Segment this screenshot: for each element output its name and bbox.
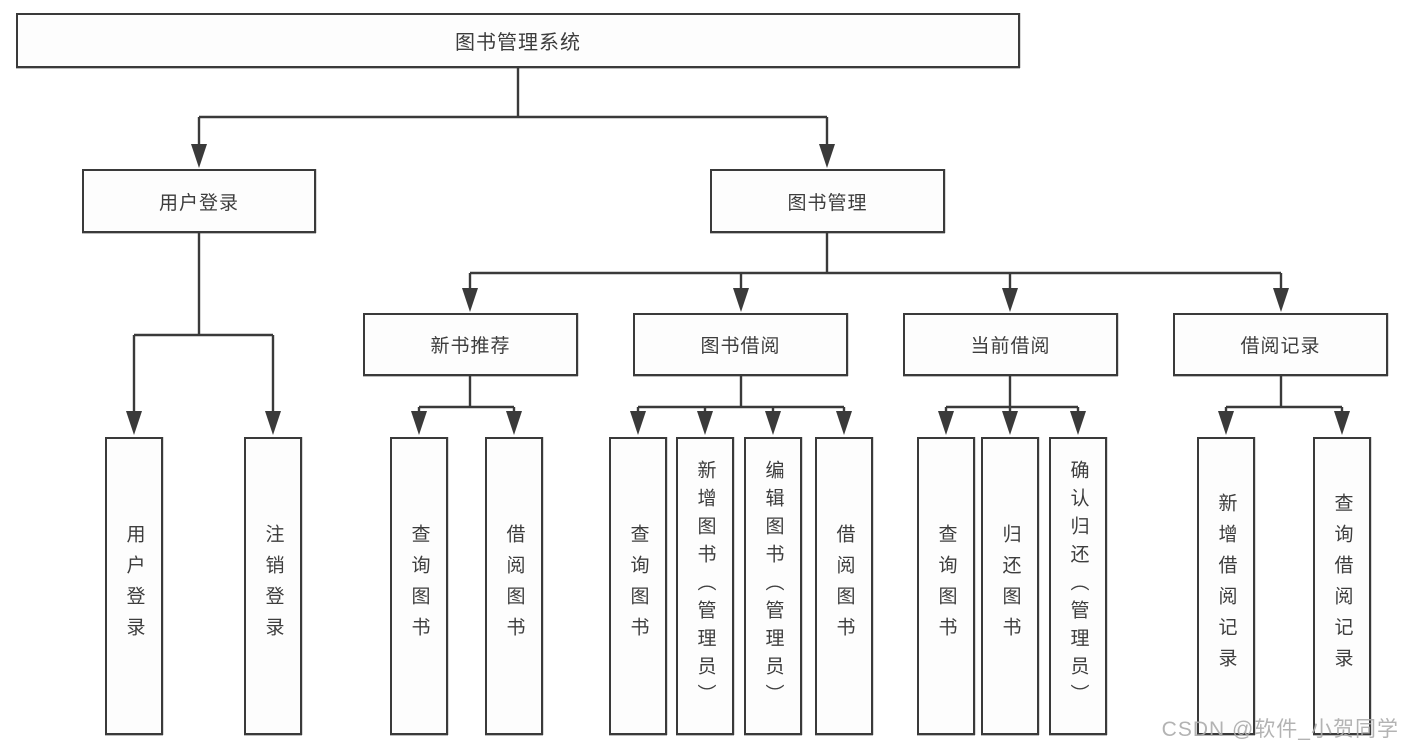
node-borrowing-records: 借阅记录 [1173,313,1388,376]
node-book-management-system: 图书管理系统 [16,13,1020,68]
connector-bookmgmt-to-level3 [462,233,1289,312]
leaf-return-books: 归还图书 [981,437,1039,735]
leaf-label: 用户登录 [123,524,145,648]
leaf-label: 新增借阅记录 [1215,493,1237,679]
node-label: 新书推荐 [430,336,511,357]
node-label: 图书管理系统 [455,32,581,54]
leaf-label: 归还图书 [999,524,1021,648]
connector-root-to-level2 [191,68,835,168]
leaf-add-books-admin: 新增图书（管理员） [676,437,734,735]
leaf-add-borrow-record: 新增借阅记录 [1197,437,1255,735]
leaf-query-books-current: 查询图书 [917,437,975,735]
leaf-query-books-borrow: 查询图书 [609,437,667,735]
leaf-label: 编辑图书（管理员） [762,460,784,712]
arrow-down-icon [630,411,852,435]
leaf-label: 确认归还（管理员） [1067,460,1089,712]
node-label: 用户登录 [158,192,239,214]
node-new-book-recommendation: 新书推荐 [363,313,578,376]
arrow-down-icon [938,411,1086,435]
node-label: 图书借阅 [700,336,781,357]
connector-bookborrow-to-leaves [630,376,852,435]
arrow-down-icon [126,411,281,435]
arrow-down-icon [462,288,1289,312]
leaf-label: 查询图书 [408,524,430,648]
leaf-borrow-books: 借阅图书 [815,437,873,735]
leaf-edit-books-admin: 编辑图书（管理员） [744,437,802,735]
node-book-borrowing: 图书借阅 [633,313,848,376]
csdn-watermark: CSDN @软件_小贺同学 [1161,718,1399,741]
leaf-label: 查询图书 [627,524,649,648]
node-label: 借阅记录 [1240,336,1321,357]
leaf-query-borrow-record: 查询借阅记录 [1313,437,1371,735]
connector-currentborrow-to-leaves [938,376,1086,435]
leaf-query-books-recommend: 查询图书 [390,437,448,735]
arrow-down-icon [191,144,835,168]
leaf-borrow-books-recommend: 借阅图书 [485,437,543,735]
connector-newbook-to-leaves [411,376,522,435]
leaf-confirm-return-admin: 确认归还（管理员） [1049,437,1107,735]
leaf-user-login: 用户登录 [105,437,163,735]
connector-records-to-leaves [1218,376,1350,435]
arrow-down-icon [411,411,522,435]
leaf-logout: 注销登录 [244,437,302,735]
leaf-label: 借阅图书 [833,524,855,648]
arrow-down-icon [1218,411,1350,435]
node-label: 图书管理 [787,192,868,214]
node-book-management: 图书管理 [710,169,945,233]
leaf-label: 查询图书 [935,524,957,648]
leaf-label: 注销登录 [262,524,284,648]
node-user-login: 用户登录 [82,169,316,233]
leaf-label: 新增图书（管理员） [694,460,716,712]
node-current-borrowing: 当前借阅 [903,313,1118,376]
leaf-label: 查询借阅记录 [1331,493,1353,679]
leaf-label: 借阅图书 [503,524,525,648]
node-label: 当前借阅 [970,336,1051,357]
connector-userlogin-to-leaves [126,233,281,435]
